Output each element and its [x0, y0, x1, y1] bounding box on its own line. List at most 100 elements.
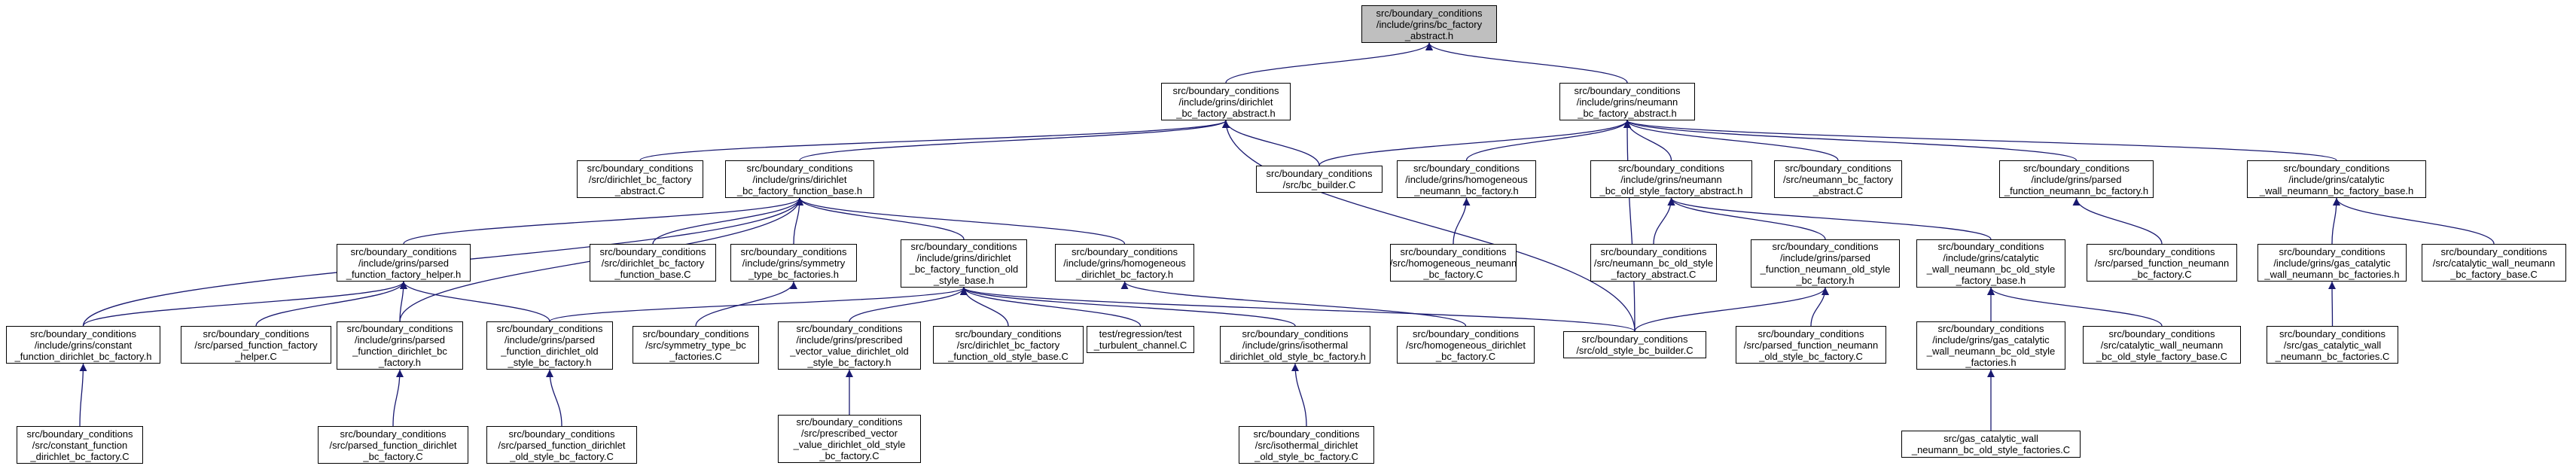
- file-node-label: src/boundary_conditions /src/parsed_func…: [1743, 327, 1879, 362]
- dependency-edge-parsed_func_neumann_C-to-parsed_func_neumann: [2072, 197, 2163, 245]
- file-node-neumann-old-abs-C[interactable]: src/boundary_conditions /src/neumann_bc_…: [1590, 244, 1717, 282]
- file-node-parsed-func-helper[interactable]: src/boundary_conditions /include/grins/p…: [337, 244, 471, 282]
- file-node-dirichlet-abs-C[interactable]: src/boundary_conditions /src/dirichlet_b…: [577, 160, 703, 198]
- file-node-label: src/boundary_conditions /src/parsed_func…: [194, 327, 318, 362]
- file-node-parsed-func-neumann[interactable]: src/boundary_conditions /include/grins/p…: [1999, 160, 2154, 198]
- file-node-constant-func-C[interactable]: src/boundary_conditions /src/constant_fu…: [17, 426, 143, 464]
- dependency-edge-symmetry_C-to-symmetry_type: [695, 281, 797, 327]
- file-node-label: src/boundary_conditions /src/bc_builder.…: [1266, 168, 1373, 190]
- file-node-dir-func-old-base[interactable]: src/boundary_conditions /include/grins/d…: [901, 239, 1027, 288]
- dependency-edge-parsed_func_helper-to-dir_func_base: [403, 197, 803, 245]
- file-node-dir-func-base-C[interactable]: src/boundary_conditions /src/dirichlet_b…: [590, 244, 716, 282]
- file-node-label: src/boundary_conditions /include/grins/d…: [1172, 84, 1279, 119]
- file-node-test-turbulent[interactable]: test/regression/test _turbulent_channel.…: [1087, 326, 1194, 353]
- dependency-edge-bc_builder-to-dirichlet_abs: [1222, 120, 1320, 166]
- file-node-catalytic-old-base[interactable]: src/boundary_conditions /include/grins/c…: [1916, 239, 2065, 288]
- file-node-label: src/boundary_conditions /include/grins/i…: [1224, 327, 1366, 362]
- file-node-label: src/boundary_conditions /src/isothermal_…: [1253, 428, 1360, 462]
- file-node-label: src/boundary_conditions /include/grins/p…: [2004, 162, 2149, 196]
- file-node-neumann-abs-C[interactable]: src/boundary_conditions /src/neumann_bc_…: [1774, 160, 1902, 198]
- dependency-edge-prescribed_vector-to-dir_func_old_base: [849, 287, 968, 322]
- file-node-catalytic-old-base-C[interactable]: src/boundary_conditions /src/catalytic_w…: [2083, 326, 2241, 364]
- file-node-dir-func-base[interactable]: src/boundary_conditions /include/grins/d…: [725, 160, 874, 198]
- file-node-label: src/boundary_conditions /include/grins/d…: [909, 241, 1019, 286]
- file-node-isothermal[interactable]: src/boundary_conditions /include/grins/i…: [1220, 326, 1370, 364]
- file-node-label: src/boundary_conditions /include/grins/g…: [1926, 323, 2056, 368]
- file-node-dirichlet-abs[interactable]: src/boundary_conditions /include/grins/d…: [1161, 83, 1291, 120]
- dependency-edge-parsed_func_neumann-to-neumann_abs: [1623, 120, 2078, 161]
- file-node-parsed-func-dir[interactable]: src/boundary_conditions /include/grins/p…: [337, 321, 463, 370]
- dependency-edge-dirichlet_abs-to-root: [1225, 42, 1433, 84]
- dependency-edge-constant_func_C-to-constant_func: [79, 363, 87, 427]
- file-node-symmetry-C[interactable]: src/boundary_conditions /src/symmetry_ty…: [633, 326, 759, 364]
- dependency-edge-catalytic_old_base-to-neumann_old_abs: [1667, 197, 1992, 240]
- dependency-edge-isothermal_C-to-isothermal: [1291, 363, 1307, 427]
- file-node-label: src/boundary_conditions /include/grins/b…: [1376, 7, 1483, 41]
- file-node-constant-func[interactable]: src/boundary_conditions /include/grins/c…: [6, 326, 160, 364]
- file-node-homog-dirichlet-C[interactable]: src/boundary_conditions /src/homogeneous…: [1397, 326, 1535, 364]
- file-node-symmetry-type[interactable]: src/boundary_conditions /include/grins/s…: [730, 244, 857, 282]
- dependency-edge-bc_builder-to-neumann_abs: [1318, 120, 1631, 166]
- dependency-edge-homog_dirichlet_C-to-homog_dirichlet: [1120, 281, 1467, 327]
- dependency-edge-constant_func-to-parsed_func_helper: [82, 281, 407, 327]
- file-node-catalytic-wall-base-C[interactable]: src/boundary_conditions /src/catalytic_w…: [2422, 244, 2566, 282]
- dependency-edge-parsed_neumann_old-to-neumann_old_abs: [1667, 197, 1826, 240]
- file-node-label: src/boundary_conditions /src/homogeneous…: [1389, 245, 1517, 280]
- file-node-root: src/boundary_conditions /include/grins/b…: [1361, 5, 1497, 43]
- file-node-label: src/boundary_conditions /include/grins/p…: [346, 245, 462, 280]
- file-node-gas-catalytic[interactable]: src/boundary_conditions /include/grins/g…: [2257, 244, 2407, 282]
- dependency-edge-parsed_func_dir_old-to-parsed_func_helper: [400, 281, 550, 322]
- file-node-parsed-func-dir-old[interactable]: src/boundary_conditions /include/grins/p…: [486, 321, 613, 370]
- dependency-edge-gas_catalytic_C-to-gas_catalytic: [2328, 281, 2337, 327]
- dependency-edge-dirichlet_abs_C-to-dirichlet_abs: [639, 120, 1230, 161]
- dependency-edge-neumann_abs_C-to-neumann_abs: [1623, 120, 1839, 161]
- file-node-homog-neumann[interactable]: src/boundary_conditions /include/grins/h…: [1397, 160, 1536, 198]
- dependency-edge-parsed_helper_C-to-parsed_func_helper: [255, 281, 407, 327]
- file-node-label: src/boundary_conditions /include/grins/h…: [1063, 245, 1186, 280]
- dependency-edge-homog_dirichlet-to-dir_func_base: [796, 197, 1126, 245]
- dependency-edge-parsed_func_dir_old_C-to-parsed_func_dir_old: [546, 369, 562, 427]
- file-node-catalytic-wall-base[interactable]: src/boundary_conditions /include/grins/c…: [2247, 160, 2426, 198]
- dependency-edge-old_style_builder-to-neumann_abs: [1623, 120, 1636, 332]
- file-node-neumann-abs[interactable]: src/boundary_conditions /include/grins/n…: [1559, 83, 1695, 120]
- file-node-label: src/boundary_conditions /src/parsed_func…: [2094, 245, 2230, 280]
- file-node-gas-catalytic-old[interactable]: src/boundary_conditions /include/grins/g…: [1916, 321, 2065, 370]
- file-node-label: src/boundary_conditions /src/neumann_bc_…: [1783, 162, 1893, 196]
- file-node-gas-catalytic-old-C[interactable]: src/gas_catalytic_wall _neumann_bc_old_s…: [1901, 431, 2081, 458]
- file-node-prescribed-vector-C[interactable]: src/boundary_conditions /src/prescribed_…: [778, 415, 921, 463]
- dependency-edge-gas_catalytic-to-catalytic_wall_base: [2331, 197, 2340, 245]
- file-node-label: src/boundary_conditions /include/grins/g…: [2264, 245, 2400, 280]
- file-node-label: src/boundary_conditions /src/homogeneous…: [1406, 327, 1526, 362]
- file-node-parsed-neumann-old[interactable]: src/boundary_conditions /include/grins/p…: [1751, 239, 1900, 288]
- dependency-edge-old_style_builder-to-dirichlet_abs: [1222, 120, 1636, 332]
- dependency-edge-isothermal-to-dir_func_old_base: [960, 287, 1296, 327]
- file-node-label: src/boundary_conditions /src/dirichlet_b…: [599, 245, 706, 280]
- file-node-bc-builder[interactable]: src/boundary_conditions /src/bc_builder.…: [1256, 166, 1383, 193]
- file-node-parsed-func-dir-C[interactable]: src/boundary_conditions /src/parsed_func…: [318, 426, 468, 464]
- file-node-label: src/boundary_conditions /src/catalytic_w…: [2096, 327, 2228, 362]
- file-node-prescribed-vector[interactable]: src/boundary_conditions /include/grins/p…: [778, 321, 921, 370]
- dependency-edge-old_style_builder-to-parsed_neumann_old: [1634, 287, 1829, 332]
- dependency-edge-neumann_old_abs-to-neumann_abs: [1623, 120, 1672, 161]
- file-node-label: src/boundary_conditions /include/grins/p…: [346, 323, 453, 368]
- file-node-dir-func-old-base-C[interactable]: src/boundary_conditions /src/dirichlet_b…: [933, 326, 1084, 364]
- file-node-parsed-func-dir-old-C[interactable]: src/boundary_conditions /src/parsed_func…: [486, 426, 637, 464]
- dependency-edge-neumann_old_abs_C-to-neumann_old_abs: [1653, 197, 1675, 245]
- file-node-label: src/boundary_conditions /include/grins/c…: [1926, 241, 2056, 286]
- file-node-neumann-old-abs[interactable]: src/boundary_conditions /include/grins/n…: [1590, 160, 1752, 198]
- dependency-edge-parsed_neumann_old_C-to-parsed_neumann_old: [1810, 287, 1829, 327]
- file-node-label: src/boundary_conditions /include/grins/n…: [1599, 162, 1743, 196]
- file-node-old-style-builder[interactable]: src/boundary_conditions /src/old_style_b…: [1563, 331, 1706, 358]
- file-node-gas-catalytic-C[interactable]: src/boundary_conditions /src/gas_catalyt…: [2267, 326, 2398, 364]
- file-node-homog-dirichlet[interactable]: src/boundary_conditions /include/grins/h…: [1055, 244, 1194, 282]
- file-node-label: src/boundary_conditions /src/constant_fu…: [26, 428, 133, 462]
- file-node-homog-neumann-C[interactable]: src/boundary_conditions /src/homogeneous…: [1390, 244, 1517, 282]
- file-node-isothermal-C[interactable]: src/boundary_conditions /src/isothermal_…: [1239, 426, 1374, 464]
- dependency-edge-parsed_func_dir_old-to-dir_func_old_base: [549, 287, 968, 322]
- dependency-edge-catalytic_wall_base-to-neumann_abs: [1623, 120, 2337, 161]
- dependency-edge-dir_func_base-to-dirichlet_abs: [799, 120, 1230, 161]
- file-node-label: src/boundary_conditions /include/grins/p…: [496, 323, 603, 368]
- file-node-parsed-neumann-old-C[interactable]: src/boundary_conditions /src/parsed_func…: [1736, 326, 1886, 364]
- file-node-parsed-func-neumann-C[interactable]: src/boundary_conditions /src/parsed_func…: [2087, 244, 2237, 282]
- file-node-parsed-helper-C[interactable]: src/boundary_conditions /src/parsed_func…: [181, 326, 331, 364]
